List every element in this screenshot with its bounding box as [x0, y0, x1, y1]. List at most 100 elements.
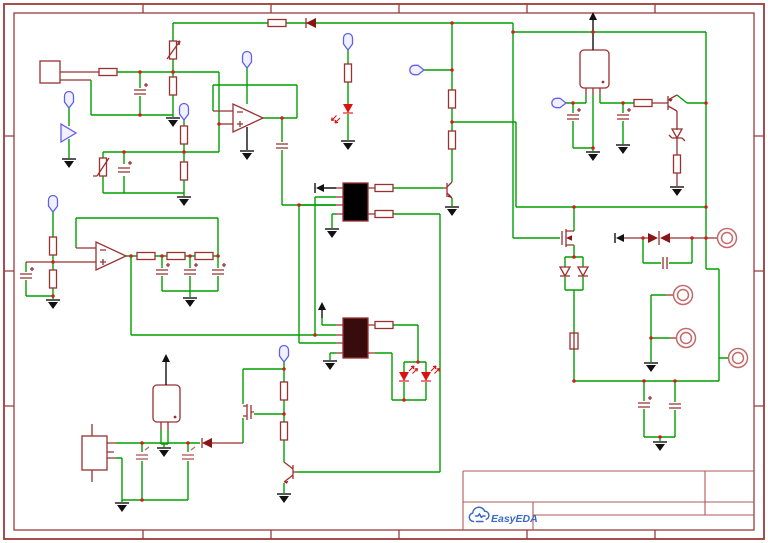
ground-symbol	[45, 299, 61, 310]
voltage-regulator	[579, 49, 610, 89]
trimmer-potentiometer	[166, 40, 181, 60]
resistor	[48, 269, 58, 289]
led	[342, 103, 354, 114]
buffer-triangle	[60, 122, 78, 144]
resistor	[447, 130, 457, 150]
capacitor	[275, 141, 289, 151]
inner-border	[13, 12, 755, 531]
ground-symbol	[669, 186, 685, 197]
resistor	[374, 183, 394, 193]
resistor	[48, 236, 58, 256]
led	[420, 371, 432, 382]
resistor	[343, 63, 353, 83]
npn-transistor	[446, 181, 453, 199]
resistor	[168, 76, 178, 96]
resistor	[98, 67, 118, 77]
ground-symbol	[165, 117, 181, 128]
ring-connector	[716, 227, 738, 249]
electrolytic-capacitor	[637, 395, 653, 410]
diode	[201, 437, 213, 449]
cloud-icon	[468, 506, 490, 523]
opamp-stage-1	[212, 50, 336, 206]
indicator-led-chain	[330, 32, 356, 151]
pnp-transistor	[667, 94, 678, 130]
sensor-module	[39, 60, 61, 84]
zone-ticks	[4, 4, 764, 539]
net-flag	[178, 102, 190, 121]
ground-symbol	[114, 502, 130, 513]
optocoupler-ic	[342, 317, 369, 359]
ground-symbol	[156, 447, 172, 458]
net-flag	[47, 194, 59, 213]
optocoupler-2	[298, 204, 441, 401]
net-flag	[551, 97, 567, 109]
optocoupler-1	[297, 181, 460, 473]
resistor	[374, 320, 394, 330]
electrolytic-capacitor	[211, 262, 227, 277]
net-flag	[409, 64, 425, 76]
electrolytic-capacitor	[117, 160, 133, 175]
electrolytic-capacitor	[19, 266, 35, 281]
diode	[559, 266, 571, 277]
diode	[577, 266, 589, 277]
ring-connector	[672, 284, 694, 306]
net-flag	[278, 344, 290, 363]
ground-symbol	[585, 151, 601, 162]
capacitor	[660, 256, 670, 270]
ground-symbol	[444, 206, 460, 217]
logo-text: EasyEDA	[491, 513, 538, 525]
ground-symbol	[643, 362, 659, 373]
easyeda-logo: EasyEDA	[468, 506, 538, 525]
ground-symbol	[182, 297, 198, 308]
psu-section	[81, 354, 243, 513]
led-emission-arrows	[330, 114, 341, 124]
ground-symbol	[652, 441, 668, 452]
power-arrow-left	[314, 183, 336, 193]
electrolytic-capacitor	[566, 107, 582, 122]
ring-connector	[727, 347, 749, 369]
op-amp	[95, 241, 127, 271]
aux-connectors	[643, 284, 697, 373]
ground-symbol	[61, 158, 77, 169]
optocoupler-ic	[342, 182, 369, 222]
ground-symbol	[340, 140, 356, 151]
resistor	[179, 125, 189, 145]
resistor	[447, 89, 457, 109]
diode	[305, 17, 317, 29]
resistor	[267, 18, 287, 28]
electrolytic-capacitor	[616, 107, 632, 122]
op-amp	[232, 103, 264, 133]
resistor	[633, 98, 653, 108]
ring-connector	[675, 327, 697, 349]
power-arrow-up	[318, 302, 326, 310]
net-flag	[342, 32, 354, 51]
ntc-divider	[93, 102, 219, 207]
capacitor	[668, 401, 682, 411]
npn2-divider	[242, 344, 297, 504]
net-flag	[63, 90, 75, 109]
resistor	[136, 251, 156, 261]
ground-symbol	[276, 493, 292, 504]
p-mosfet	[243, 404, 254, 420]
resistor	[279, 421, 289, 441]
top-rail-and-driver-chain	[173, 17, 707, 269]
title-block-grid	[462, 470, 754, 530]
title-block: EasyEDA	[462, 470, 754, 530]
resistor	[166, 251, 186, 261]
npn-transistor	[283, 461, 297, 484]
tvs-diode	[648, 231, 670, 245]
electrolytic-capacitor	[183, 262, 199, 277]
ground-symbol	[615, 144, 631, 155]
sensor-input	[39, 23, 233, 152]
power-arrow-up	[162, 354, 170, 362]
electrolytic-capacitor	[155, 262, 171, 277]
n-mosfet	[561, 229, 574, 247]
pin1-dot	[601, 80, 605, 84]
tvs-clamp	[614, 227, 738, 270]
led-emission-arrows	[408, 365, 419, 375]
resistor	[194, 251, 214, 261]
thermistor	[93, 157, 110, 177]
transformer	[81, 435, 108, 471]
